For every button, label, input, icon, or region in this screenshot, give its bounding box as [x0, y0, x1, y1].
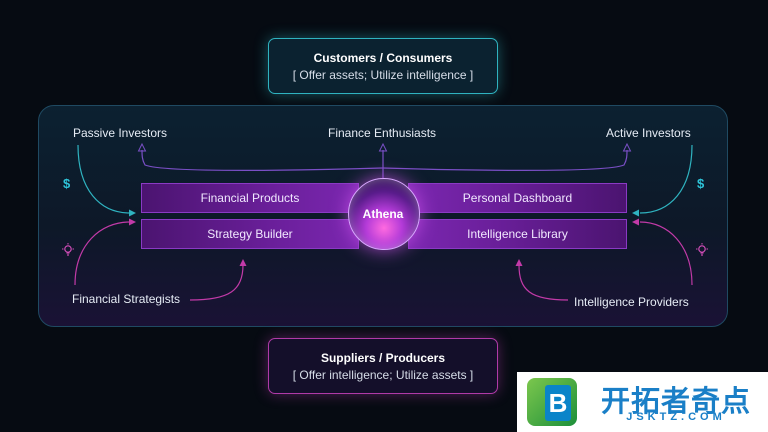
arrow-head-enthusiasts [378, 142, 388, 152]
connector-orb-to-active [382, 149, 628, 171]
label-financial-strategists: Financial Strategists [72, 292, 181, 306]
suppliers-producers-subtitle: [ Offer intelligence; Utilize assets ] [292, 368, 474, 382]
connector-financial-strategists [74, 221, 131, 286]
suppliers-producers-box: Suppliers / Producers [ Offer intelligen… [268, 338, 498, 394]
dollar-icon: $ [697, 176, 705, 191]
bar-intelligence-library[interactable]: Intelligence Library [408, 219, 627, 249]
arrow-head-left-magenta [129, 218, 136, 226]
label-passive-investors: Passive Investors [73, 126, 168, 140]
arrow-head-up-strategy [239, 259, 247, 266]
lightbulb-icon [60, 242, 76, 258]
suppliers-producers-title: Suppliers / Producers [320, 351, 446, 365]
dollar-icon: $ [63, 176, 71, 191]
customers-consumers-subtitle: [ Offer assets; Utilize intelligence ] [292, 68, 474, 82]
arrow-head-left-cyan [129, 209, 136, 217]
connector-passive-investors [77, 144, 131, 214]
connector-strategists-to-builder [189, 264, 244, 301]
arrow-head-right-magenta [632, 218, 639, 226]
customers-consumers-box: Customers / Consumers [ Offer assets; Ut… [268, 38, 498, 94]
connector-providers-to-library [518, 264, 569, 301]
connector-orb-to-passive [141, 149, 384, 171]
label-active-investors: Active Investors [606, 126, 691, 140]
lightbulb-icon [694, 242, 710, 258]
watermark-logo-letter: B [545, 385, 571, 421]
bar-personal-dashboard[interactable]: Personal Dashboard [408, 183, 627, 213]
arrow-head-up-library [515, 259, 523, 266]
watermark-text: 开拓者奇点 [600, 386, 751, 418]
watermark-url: JSKTZ.COM [626, 411, 726, 423]
label-intelligence-providers: Intelligence Providers [574, 295, 689, 309]
athena-label: Athena [362, 207, 404, 221]
customers-consumers-title: Customers / Consumers [313, 51, 453, 65]
arrow-head-right-cyan [632, 209, 639, 217]
athena-orb [348, 178, 420, 250]
arrow-head-passive [137, 142, 147, 152]
bar-strategy-builder[interactable]: Strategy Builder [141, 219, 359, 249]
arrow-head-active [622, 142, 632, 152]
bar-financial-products[interactable]: Financial Products [141, 183, 359, 213]
label-finance-enthusiasts: Finance Enthusiasts [328, 126, 437, 140]
connector-intelligence-providers [639, 221, 693, 286]
connector-active-investors [639, 144, 693, 214]
